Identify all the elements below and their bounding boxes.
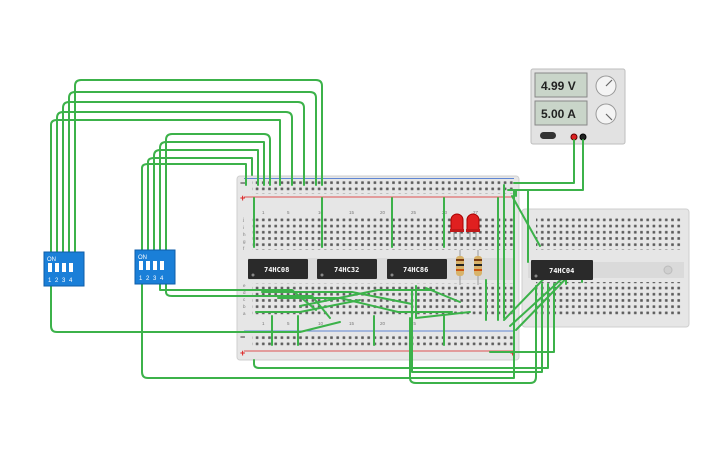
dip-switch-2-toggle-1[interactable] [139,261,143,270]
dip-switch-1-toggle-2[interactable] [55,263,59,272]
svg-text:5: 5 [287,210,290,215]
dip-switch-1-pin-4: 4 [69,278,73,284]
svg-text:c: c [243,297,246,302]
chip-74hc86[interactable]: 74HC86 [387,259,447,279]
svg-text:i: i [243,225,244,230]
dip-switch-2[interactable]: ON 1 2 3 4 [134,249,176,285]
dip-switch-1[interactable]: ON 1 2 3 4 [43,251,85,287]
dip-switch-2-pin-3: 3 [153,276,157,282]
svg-text:1: 1 [262,321,265,326]
svg-text:j: j [242,217,244,222]
svg-text:a: a [243,311,246,316]
chip-74hc04[interactable]: 74HC04 [531,260,593,280]
svg-text:b: b [243,304,246,309]
voltage-readout: 4.99 V [541,79,576,93]
wires [50,79,584,384]
svg-text:20: 20 [380,321,386,326]
svg-text:h: h [243,232,246,237]
rail-minus-top: − [240,178,245,188]
dip-switch-2-on-label: ON [138,255,147,261]
chip-74hc32[interactable]: 74HC32 [317,259,377,279]
svg-text:20: 20 [380,210,386,215]
resistor-1[interactable] [456,250,464,285]
svg-text:10: 10 [318,210,324,215]
dip-switch-1-pin-2: 2 [55,278,59,284]
voltage-display [534,72,588,98]
dip-switch-1-on-label: ON [47,257,56,263]
dip-switch-2-toggle-3[interactable] [153,261,157,270]
svg-text:e: e [243,283,246,288]
chip-74hc32-label: 74HC32 [334,266,359,274]
chip-74hc08-label: 74HC08 [264,266,289,274]
resistor-2[interactable] [474,250,482,285]
svg-text:g: g [243,239,246,244]
power-supply[interactable]: 4.99 V 5.00 A [530,68,626,145]
svg-text:5: 5 [287,321,290,326]
svg-text:15: 15 [349,321,355,326]
current-readout: 5.00 A [541,107,576,121]
dip-switch-2-toggle-4[interactable] [160,261,164,270]
dip-switch-1-toggle-4[interactable] [69,263,73,272]
chip-74hc04-label: 74HC04 [549,267,574,275]
dip-switch-2-pin-1: 1 [139,276,143,282]
power-switch[interactable] [540,132,556,139]
dip-switch-1-toggle-1[interactable] [48,263,52,272]
row-letters: ji hg f ed cb a [242,217,246,316]
small-breadboard[interactable] [521,208,690,328]
chip-74hc86-label: 74HC86 [403,266,428,274]
dip-switch-2-pin-2: 2 [146,276,150,282]
rail-minus-bottom: − [240,332,245,342]
rail-plus-bottom: + [240,348,245,358]
dip-switch-2-toggle-2[interactable] [146,261,150,270]
current-display [534,100,588,126]
breadboard-mount-hole [663,265,673,275]
dip-switch-1-pin-1: 1 [48,278,52,284]
svg-text:15: 15 [349,210,355,215]
svg-text:10: 10 [318,321,324,326]
dip-switch-2-pin-4: 4 [160,276,164,282]
svg-text:1: 1 [262,210,265,215]
svg-text:27: 27 [473,210,479,215]
led-2[interactable] [466,213,480,240]
dip-switch-1-pin-3: 3 [62,278,66,284]
chip-74hc08[interactable]: 74HC08 [248,259,308,279]
svg-text:d: d [243,290,246,295]
led-1[interactable] [450,213,464,240]
dip-switch-1-toggle-3[interactable] [62,263,66,272]
svg-text:25: 25 [411,321,417,326]
svg-text:25: 25 [411,210,417,215]
svg-text:f: f [243,246,245,251]
rail-plus-top: + [240,193,245,203]
